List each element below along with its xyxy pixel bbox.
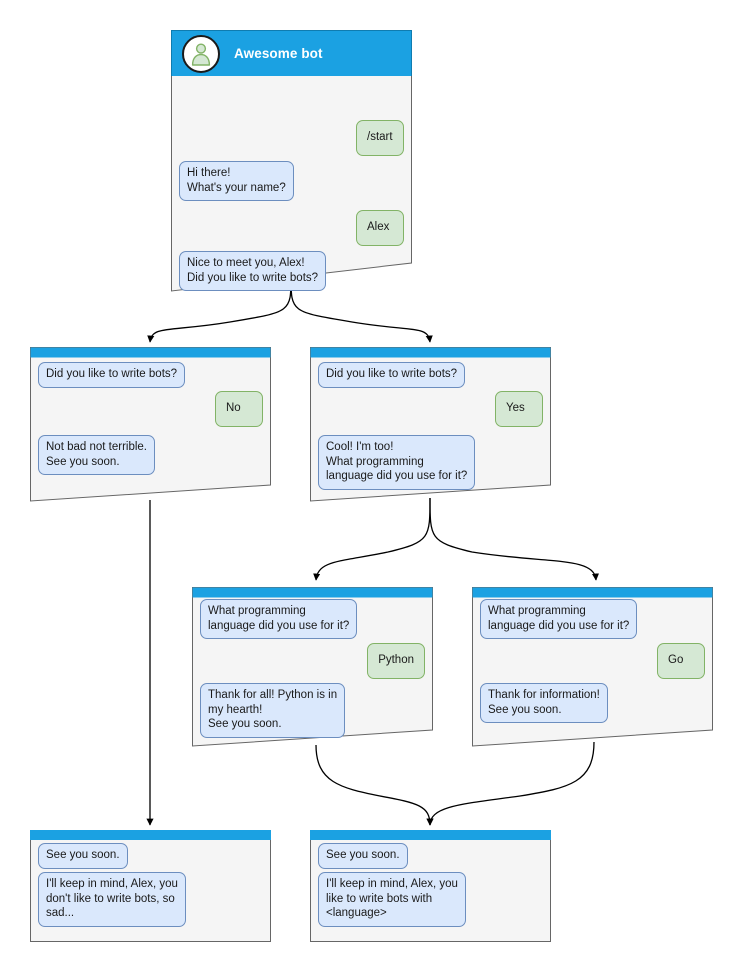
node-python-branch[interactable]: What programming language did you use fo… (192, 587, 433, 747)
node-end-no-header (30, 830, 271, 840)
user-message-bubble[interactable]: No (215, 391, 263, 427)
message-row: Python (200, 643, 425, 679)
node-yes-branch[interactable]: Did you like to write bots? Yes Cool! I'… (310, 347, 551, 502)
message-row: Thank for information! See you soon. (480, 683, 705, 723)
node-start-title: Awesome bot (234, 46, 323, 61)
user-message-bubble[interactable]: Alex (356, 210, 404, 246)
node-start[interactable]: Awesome bot /start Hi there! What's your… (171, 30, 412, 292)
message-row: Nice to meet you, Alex! Did you like to … (179, 251, 404, 291)
node-start-header: Awesome bot (171, 30, 412, 76)
bot-message-bubble[interactable]: Not bad not terrible. See you soon. (38, 435, 156, 475)
bot-message-bubble[interactable]: I'll keep in mind, Alex, you don't like … (38, 872, 186, 927)
message-row: Did you like to write bots? (318, 362, 543, 388)
message-row: Alex (179, 210, 404, 246)
bot-message-bubble[interactable]: Thank for information! See you soon. (480, 683, 608, 723)
node-end-yes[interactable]: See you soon. I'll keep in mind, Alex, y… (310, 830, 551, 942)
bot-message-bubble[interactable]: Cool! I'm too! What programming language… (318, 435, 476, 490)
message-row: What programming language did you use fo… (480, 599, 705, 639)
user-message-bubble[interactable]: Yes (495, 391, 543, 427)
bot-message-bubble[interactable]: Did you like to write bots? (318, 362, 466, 388)
edge-yes-to-go (429, 497, 600, 581)
bot-message-bubble[interactable]: Thank for all! Python is in my hearth! S… (200, 683, 346, 738)
message-row: /start (179, 120, 404, 156)
bot-message-bubble[interactable]: What programming language did you use fo… (200, 599, 358, 639)
bot-message-bubble[interactable]: See you soon. (318, 843, 408, 869)
message-row: No (38, 391, 263, 427)
user-message-bubble[interactable]: Go (657, 643, 705, 679)
node-end-yes-header (310, 830, 551, 840)
user-message-bubble[interactable]: Python (367, 643, 425, 679)
bot-message-bubble[interactable]: What programming language did you use fo… (480, 599, 638, 639)
bot-message-bubble[interactable]: Hi there! What's your name? (179, 161, 294, 201)
node-no-branch[interactable]: Did you like to write bots? No Not bad n… (30, 347, 271, 502)
edge-python-to-end-yes (315, 744, 434, 826)
message-row: Thank for all! Python is in my hearth! S… (200, 683, 425, 738)
message-row: See you soon. (38, 843, 263, 869)
node-go-branch[interactable]: What programming language did you use fo… (472, 587, 713, 747)
message-row: See you soon. (318, 843, 543, 869)
message-row: Not bad not terrible. See you soon. (38, 435, 263, 475)
bot-message-bubble[interactable]: I'll keep in mind, Alex, you like to wri… (318, 872, 466, 927)
edge-yes-to-python (313, 497, 431, 581)
message-row: Did you like to write bots? (38, 362, 263, 388)
message-row: Go (480, 643, 705, 679)
node-end-no[interactable]: See you soon. I'll keep in mind, Alex, y… (30, 830, 271, 942)
bot-message-bubble[interactable]: See you soon. (38, 843, 128, 869)
bot-message-bubble[interactable]: Nice to meet you, Alex! Did you like to … (179, 251, 327, 291)
edge-go-to-end-yes (426, 741, 595, 826)
message-row: Hi there! What's your name? (179, 161, 404, 201)
message-row: I'll keep in mind, Alex, you don't like … (38, 872, 263, 927)
user-message-bubble[interactable]: /start (356, 120, 404, 156)
message-row: I'll keep in mind, Alex, you like to wri… (318, 872, 543, 927)
message-row: Cool! I'm too! What programming language… (318, 435, 543, 490)
message-row: Yes (318, 391, 543, 427)
person-avatar-icon (182, 34, 220, 73)
bot-message-bubble[interactable]: Did you like to write bots? (38, 362, 186, 388)
message-row: What programming language did you use fo… (200, 599, 425, 639)
